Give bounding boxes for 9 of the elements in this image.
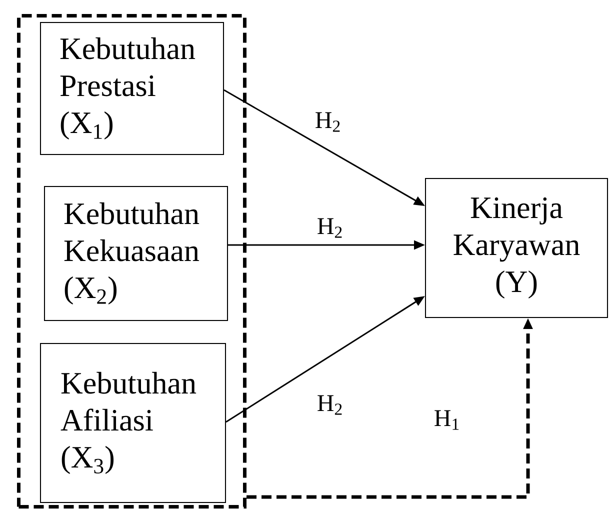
edge-label: H$_{1}$ bbox=[434, 410, 459, 430]
variable-box: Kinerja Karyawan (Y) bbox=[425, 178, 608, 318]
edge-label: H$_{2}$ bbox=[316, 112, 340, 132]
variable-box: Kebutuhan Afiliasi (X$_{3}$) bbox=[40, 343, 226, 503]
dashed-group-box bbox=[17, 14, 246, 508]
edge-label: H$_{2}$ bbox=[318, 218, 342, 238]
variable-box: Kebutuhan Prestasi (X$_{1}$) bbox=[40, 22, 224, 155]
edge-label: H$_{2}$ bbox=[318, 395, 342, 415]
variable-box: Kebutuhan Kekuasaan (X$_{2}$) bbox=[44, 186, 228, 321]
